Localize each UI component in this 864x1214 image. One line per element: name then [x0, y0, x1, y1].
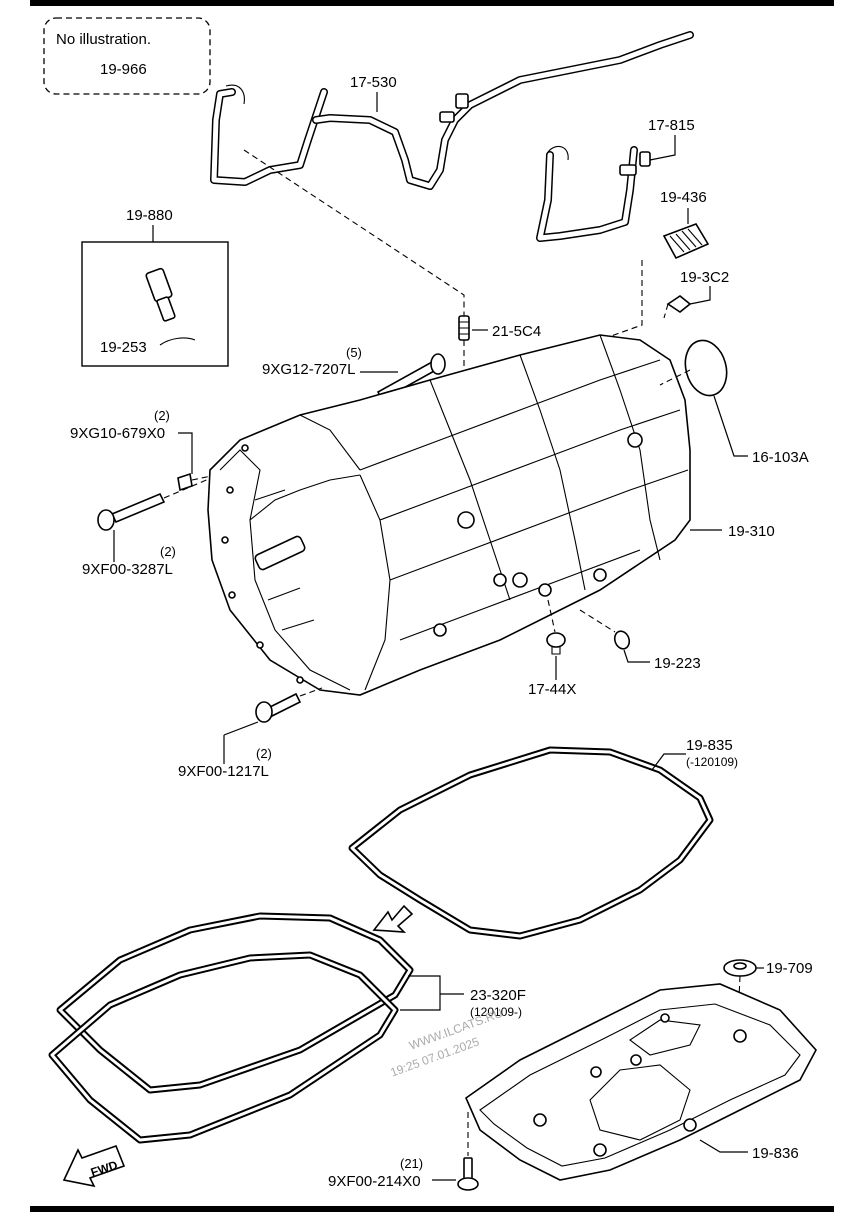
o-ring-19-223[interactable] [612, 629, 631, 651]
o-ring-19-253[interactable] [159, 337, 196, 346]
no-illustration-box [43, 17, 211, 95]
hose-17-815[interactable] [536, 145, 651, 242]
dowel-9xg10-679x0[interactable] [177, 472, 193, 492]
label-9xf00-3287l: 9XF00-3287L [82, 561, 173, 578]
qty-9xg12-7207l: (5) [346, 345, 362, 360]
label-17-815: 17-815 [648, 117, 695, 134]
label-9xg12-7207l: 9XG12-7207L [262, 361, 355, 378]
label-9xg10-679x0: 9XG10-679X0 [70, 425, 165, 442]
no-illustration-part-number: 19-966 [100, 61, 147, 78]
sensor-19-880[interactable] [145, 267, 176, 322]
bolt-9xf00-3287l[interactable] [97, 492, 166, 531]
qty-9xf00-214x0: (21) [400, 1156, 423, 1171]
bolt-9xf00-1217l[interactable] [255, 692, 302, 723]
label-19-310: 19-310 [728, 523, 775, 540]
gasket-19-835[interactable] [348, 746, 714, 940]
label-9xf00-1217l: 9XF00-1217L [178, 763, 269, 780]
label-23-320f: 23-320F [470, 987, 526, 1004]
seal-16-103a[interactable] [679, 336, 732, 400]
no-illustration-text: No illustration. [56, 31, 151, 48]
sensor-box-19-880 [81, 241, 229, 367]
label-19-3c2: 19-3C2 [680, 269, 729, 286]
label-19-836: 19-836 [752, 1145, 799, 1162]
fitting-21-5c4[interactable] [458, 315, 470, 341]
plug-19-436[interactable] [662, 223, 710, 260]
label-17-530: 17-530 [350, 74, 397, 91]
top-border-bar [30, 0, 834, 6]
gasket-23-320f[interactable] [48, 912, 414, 1144]
qty-9xf00-1217l: (2) [256, 746, 272, 761]
label-19-880: 19-880 [126, 207, 173, 224]
plug-17-44x[interactable] [546, 632, 566, 655]
label-19-253: 19-253 [100, 339, 147, 356]
label-16-103a: 16-103A [752, 449, 809, 466]
label-21-5c4: 21-5C4 [492, 323, 541, 340]
note-23-320f: (120109-) [470, 1005, 522, 1019]
label-17-44x: 17-44X [528, 681, 576, 698]
fitting-19-3c2[interactable] [666, 295, 692, 313]
hose-17-530[interactable] [210, 31, 694, 190]
qty-9xg10-679x0: (2) [154, 408, 170, 423]
label-19-835: 19-835 [686, 737, 733, 754]
label-9xf00-214x0: 9XF00-214X0 [328, 1173, 421, 1190]
bolt-9xf00-214x0[interactable] [457, 1157, 479, 1191]
label-19-436: 19-436 [660, 189, 707, 206]
oil-pan-19-836[interactable] [465, 983, 817, 1181]
note-19-835: (-120109) [686, 755, 738, 769]
bottom-border-bar [30, 1206, 834, 1212]
plug-19-709[interactable] [723, 959, 757, 977]
direction-arrow-icon [372, 904, 414, 933]
label-19-223: 19-223 [654, 655, 701, 672]
transmission-case-19-310[interactable] [207, 334, 691, 696]
label-19-709: 19-709 [766, 960, 813, 977]
qty-9xf00-3287l: (2) [160, 544, 176, 559]
fwd-arrow-icon: FWD [62, 1144, 126, 1188]
